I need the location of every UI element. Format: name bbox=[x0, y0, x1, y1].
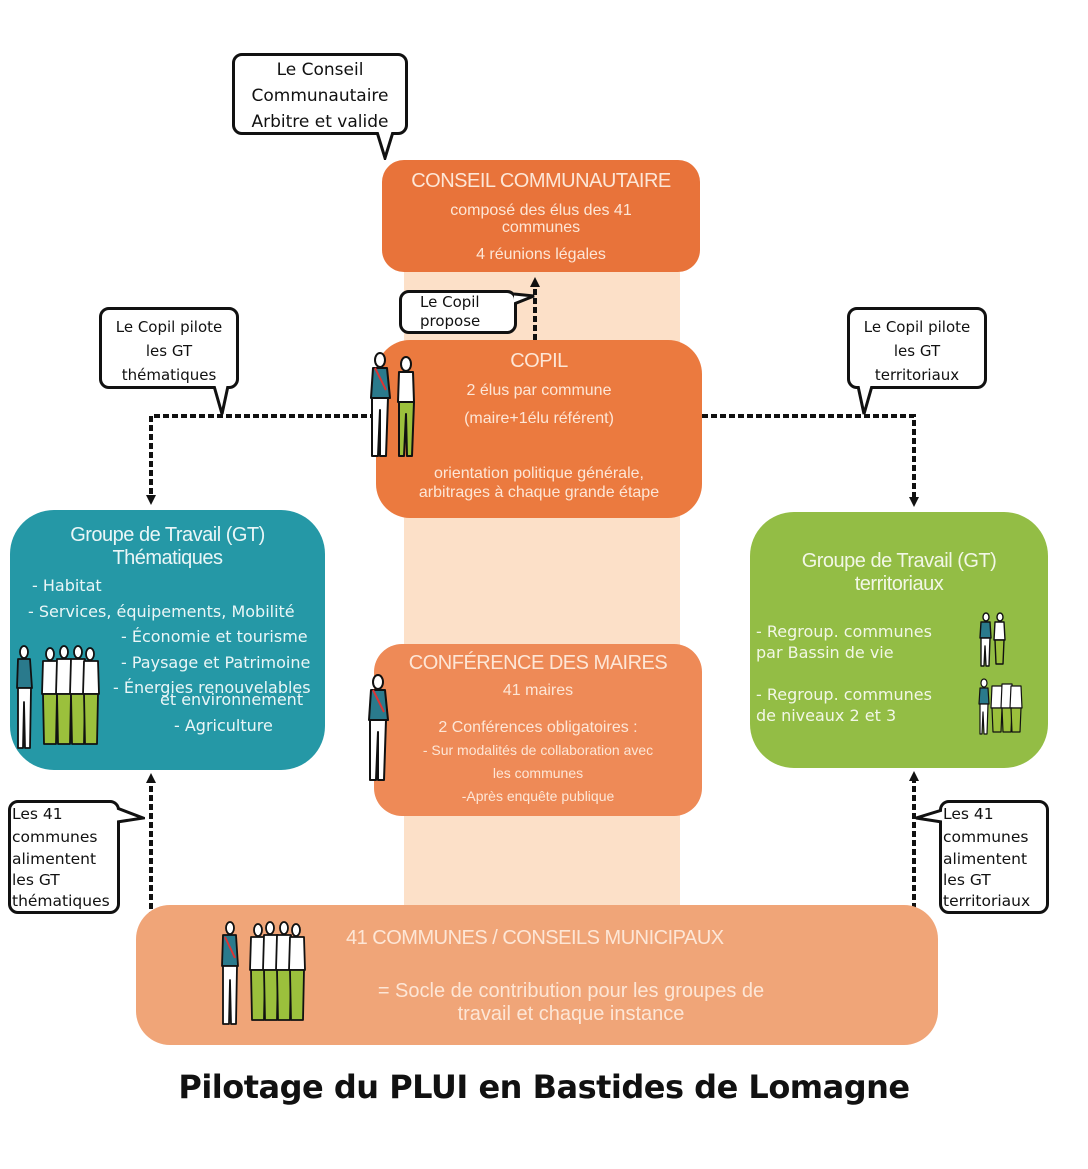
communes-line: = Socle de contribution pour les groupes… bbox=[377, 980, 765, 1002]
bubble-copil-propose: Le Copil propose bbox=[399, 290, 517, 334]
bubble-tail bbox=[117, 806, 145, 824]
bubble-line: Arbitre et valide bbox=[251, 112, 389, 132]
conference-mayor-icon bbox=[368, 674, 389, 781]
conseil-line: composé des élus des 41 bbox=[450, 202, 632, 219]
gt-them-item: - Habitat bbox=[32, 576, 102, 595]
bubble-tail bbox=[856, 386, 874, 415]
gt-them-item: - Économie et tourisme bbox=[121, 627, 308, 646]
gt-them-people-icon bbox=[16, 645, 100, 749]
copil-to-gt-them-arrow bbox=[146, 414, 376, 505]
bubble-line: thématiques bbox=[12, 892, 110, 910]
conference-title: CONFÉRENCE DES MAIRES bbox=[408, 652, 668, 674]
gt-terr-item: par Bassin de vie bbox=[756, 643, 894, 662]
gt-them-item: - Agriculture bbox=[174, 716, 273, 735]
copil-line: (maire+1élu référent) bbox=[464, 410, 614, 427]
conseil-title: CONSEIL COMMUNAUTAIRE bbox=[411, 170, 671, 192]
copil-people-icon bbox=[370, 352, 415, 457]
conseil-line: communes bbox=[501, 219, 581, 236]
bubble-line: Le Conseil bbox=[276, 60, 364, 80]
bubble-line: thématiques bbox=[121, 366, 217, 384]
copil-title: COPIL bbox=[510, 350, 568, 372]
bubble-line: communes bbox=[943, 828, 1029, 846]
gt-them-item: - Énergies renouvelables bbox=[113, 678, 311, 697]
communes-people-icon bbox=[221, 921, 306, 1025]
bubble-line: Le Copil pilote bbox=[863, 318, 971, 336]
conference-line: les communes bbox=[492, 765, 584, 781]
bubble-line: territoriaux bbox=[874, 366, 960, 384]
conference-line: - Sur modalités de collaboration avec bbox=[422, 742, 654, 758]
gt-them-item: et environnement bbox=[160, 690, 304, 709]
gt-terr-title: Groupe de Travail (GT) bbox=[801, 550, 997, 572]
conference-line: 41 maires bbox=[502, 682, 574, 699]
gt-them-item: - Services, équipements, Mobilité bbox=[28, 602, 295, 621]
bubble-line: les GT bbox=[145, 342, 193, 360]
bubble-line: Le Copil pilote bbox=[115, 318, 223, 336]
bubble-line: les GT bbox=[893, 342, 941, 360]
copil-line: arbitrages à chaque grande étape bbox=[418, 484, 660, 501]
bubble-line: Le Copil bbox=[420, 293, 480, 311]
gt-them-title: Groupe de Travail (GT) bbox=[70, 524, 265, 546]
bubble-tail bbox=[376, 132, 395, 160]
gt-them-item: - Paysage et Patrimoine bbox=[121, 653, 311, 672]
bubble-pilote-territoriaux: Le Copil pilote les GT territoriaux bbox=[847, 307, 987, 389]
bubble-conseil-arbitre: Le Conseil Communautaire Arbitre et vali… bbox=[232, 53, 408, 135]
copil-line: orientation politique générale, bbox=[434, 465, 644, 482]
bubble-tail bbox=[915, 808, 942, 824]
conseil-communautaire-box: CONSEIL COMMUNAUTAIRE composé des élus d… bbox=[382, 160, 700, 272]
bubble-line: Les 41 bbox=[12, 805, 63, 823]
bubble-alimentent-territoriaux: Les 41 communes alimentent les GT territ… bbox=[939, 800, 1049, 914]
bubble-line: les GT bbox=[943, 871, 991, 889]
bubble-line: Les 41 bbox=[943, 805, 994, 823]
gt-terr-item: - Regroup. communes bbox=[756, 685, 932, 704]
bubble-line: propose bbox=[420, 312, 481, 330]
gt-terr-subtitle: territoriaux bbox=[854, 573, 944, 595]
bubble-alimentent-thematiques: Les 41 communes alimentent les GT thémat… bbox=[8, 800, 120, 914]
bubble-line: les GT bbox=[12, 871, 60, 889]
gt-terr-group-icon bbox=[978, 678, 1023, 735]
conference-line: 2 Conférences obligatoires : bbox=[438, 719, 638, 736]
bubble-line: communes bbox=[12, 828, 98, 846]
communes-line: travail et chaque instance bbox=[457, 1003, 685, 1025]
copil-box: COPIL 2 élus par commune (maire+1élu réf… bbox=[376, 340, 702, 518]
gt-terr-item: de niveaux 2 et 3 bbox=[756, 706, 897, 725]
gt-them-subtitle: Thématiques bbox=[112, 547, 223, 569]
conference-des-maires-box: CONFÉRENCE DES MAIRES 41 maires 2 Confér… bbox=[374, 644, 702, 816]
bubble-line: Communautaire bbox=[251, 86, 389, 106]
copil-to-gt-terr-arrow bbox=[702, 414, 919, 507]
gt-thematiques-box: Groupe de Travail (GT) Thématiques - Hab… bbox=[10, 510, 325, 770]
bubble-pilote-thematiques: Le Copil pilote les GT thématiques bbox=[99, 307, 239, 389]
bubble-line: territoriaux bbox=[943, 892, 1031, 910]
conseil-line: 4 réunions légales bbox=[476, 246, 606, 263]
page-title: Pilotage du PLUI en Bastides de Lomagne bbox=[178, 1068, 910, 1106]
bubble-tail bbox=[514, 292, 535, 306]
bubble-line: alimentent bbox=[943, 850, 1028, 868]
gt-terr-item: - Regroup. communes bbox=[756, 622, 932, 641]
bubble-line: alimentent bbox=[12, 850, 97, 868]
gt-terr-pair-icon bbox=[979, 612, 1006, 667]
communes-title: 41 COMMUNES / CONSEILS MUNICIPAUX bbox=[346, 927, 724, 949]
bubble-tail bbox=[212, 386, 230, 415]
conference-line: -Après enquête publique bbox=[461, 788, 615, 804]
copil-line: 2 élus par commune bbox=[466, 382, 612, 399]
